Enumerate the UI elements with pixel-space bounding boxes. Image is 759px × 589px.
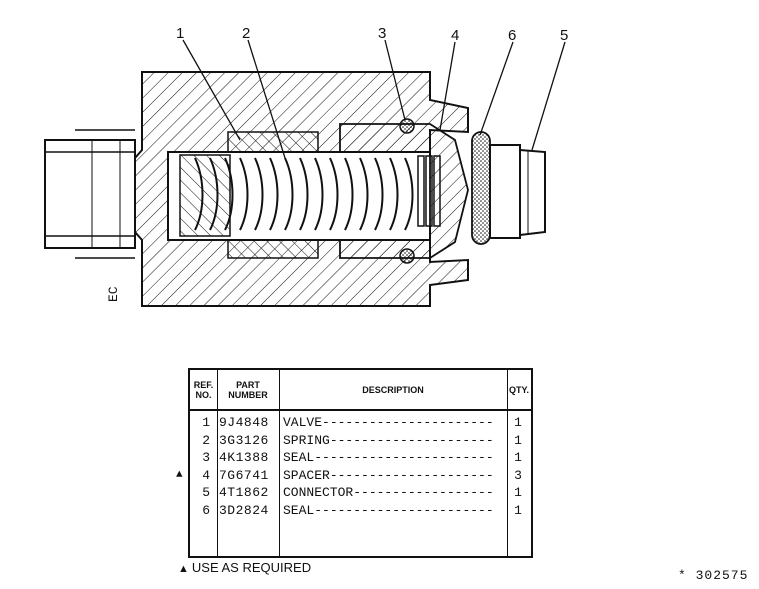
connector-part-5 — [489, 144, 546, 239]
column-divider — [507, 370, 508, 556]
retainer-nut — [339, 123, 469, 259]
description-cell: VALVE---------------------- — [283, 414, 494, 432]
description-leader-dashes: ----------------------- — [314, 502, 494, 518]
description-leader-dashes: --------------------- — [329, 432, 494, 448]
description-leader-dashes: ---------------------- — [322, 415, 494, 430]
callout-4: 4 — [451, 27, 459, 44]
header-description: DESCRIPTION — [279, 370, 507, 409]
header-qty-label: QTY. — [508, 384, 529, 395]
ref-cell: 5 — [202, 485, 210, 501]
header-ref-no: REF. NO. — [190, 370, 217, 409]
description-text: SEAL — [283, 502, 315, 518]
description-text: VALVE — [283, 415, 323, 430]
ref-cell: 4 — [202, 467, 210, 483]
part-number-cell: 4K1388 — [219, 450, 269, 466]
description-cell: SEAL----------------------- — [283, 449, 494, 467]
footnote: ▲USE AS REQUIRED — [178, 560, 311, 575]
column-divider — [217, 370, 218, 556]
qty-cell: 1 — [514, 450, 522, 466]
header-part-number: PART NUMBER — [217, 370, 279, 409]
qty-cell: 3 — [514, 467, 522, 483]
drawing-id: * 302575 — [678, 568, 749, 583]
description-text: SPACER — [283, 467, 330, 483]
description-leader-dashes: ------------------ — [353, 485, 494, 501]
footnote-marker-icon: ▲ — [178, 563, 189, 575]
callout-5: 5 — [560, 27, 568, 44]
part-number-cell: 9J4848 — [219, 415, 269, 430]
callout-3: 3 — [378, 25, 386, 42]
description-cell: SPRING--------------------- — [283, 432, 494, 450]
seal-part-3 — [399, 118, 415, 264]
qty-cell: 1 — [514, 415, 522, 430]
valve-assembly-diagram: 1 2 3 4 6 5 ЕС — [44, 25, 568, 307]
table-row: 2 3G3126 1 SPRING--------------------- — [190, 432, 531, 450]
callout-2: 2 — [242, 25, 250, 42]
part-number-cell: 4T1862 — [219, 485, 269, 501]
description-text: CONNECTOR — [283, 485, 354, 501]
header-ref-line2: NO. — [195, 389, 212, 400]
valve-part-1 — [179, 131, 319, 259]
side-mark: ЕС — [106, 286, 121, 302]
qty-cell: 1 — [514, 432, 522, 448]
table-row: 5 4T1862 1 CONNECTOR------------------ — [190, 484, 531, 502]
description-leader-dashes: --------------------- — [329, 467, 494, 483]
part-number-cell: 3D2824 — [219, 502, 269, 518]
seal-part-6 — [471, 131, 491, 245]
header-ref-line1: REF. — [193, 379, 214, 390]
qty-cell: 1 — [514, 485, 522, 501]
inlet-fitting — [44, 129, 136, 259]
callout-6: 6 — [508, 27, 516, 44]
header-description-label: DESCRIPTION — [362, 384, 424, 395]
ref-cell: 3 — [202, 450, 210, 466]
header-rule — [190, 409, 531, 411]
parts-rows: 1 9J4848 1 VALVE---------------------- 2 3G31… — [176, 414, 531, 520]
header-qty: QTY. — [507, 370, 531, 409]
header-part-line2: NUMBER — [228, 389, 268, 400]
ref-cell: 6 — [202, 502, 210, 518]
part-number-cell: 3G3126 — [219, 432, 269, 448]
callout-1: 1 — [176, 25, 184, 42]
description-cell: SPACER--------------------- — [283, 467, 494, 485]
ref-cell: 2 — [202, 432, 210, 448]
description-text: SEAL — [283, 450, 315, 466]
column-divider — [279, 370, 280, 556]
footnote-text: USE AS REQUIRED — [191, 560, 312, 575]
table-row: ▲ 4 7G6741 3 SPACER--------------------- — [176, 467, 531, 485]
header-part-line1: PART — [236, 379, 260, 390]
table-row: 3 4K1388 1 SEAL----------------------- — [190, 449, 531, 467]
leader-lines — [182, 39, 566, 159]
description-cell: CONNECTOR------------------ — [283, 484, 494, 502]
ref-cell: 1 — [202, 415, 210, 430]
description-leader-dashes: ----------------------- — [314, 450, 494, 466]
description-cell: SEAL----------------------- — [283, 502, 494, 520]
description-text: SPRING — [283, 432, 330, 448]
table-row: 1 9J4848 1 VALVE---------------------- — [190, 414, 531, 432]
part-number-cell: 7G6741 — [219, 467, 269, 483]
use-as-required-marker-icon: ▲ — [176, 468, 183, 481]
spring-part-2 — [194, 157, 414, 231]
qty-cell: 1 — [514, 502, 522, 518]
table-row: 6 3D2824 1 SEAL----------------------- — [190, 502, 531, 520]
